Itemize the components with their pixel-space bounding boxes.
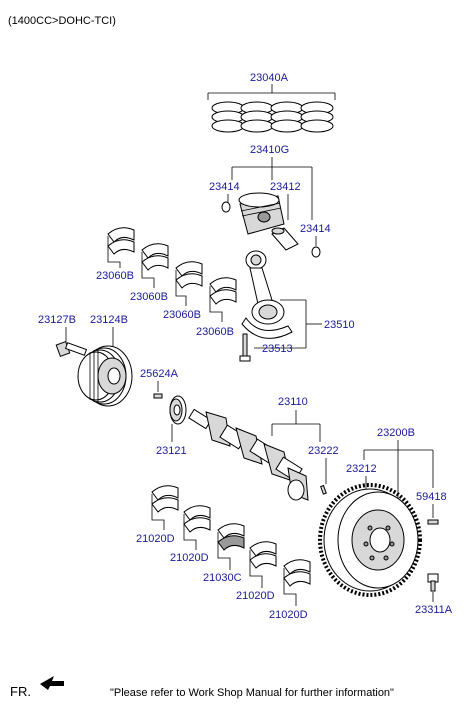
part-label-main-bearing-2: 21020D [170, 552, 209, 564]
crank-pin [320, 484, 327, 495]
pulley-bolt [55, 341, 88, 357]
main-bearing-5 [283, 559, 311, 606]
main-bearing-2 [183, 505, 211, 550]
part-label-connecting-rod: 23510 [324, 319, 355, 331]
rod-bolt [239, 333, 251, 362]
part-label-snap-ring-right: 23414 [300, 223, 331, 235]
part-label-piston-pin: 23412 [270, 181, 301, 193]
part-label-dowel-pin: 59418 [416, 491, 447, 503]
part-label-key: 25624A [140, 368, 179, 380]
rod-bearing-2 [141, 243, 169, 288]
piston-pin [271, 227, 299, 251]
part-label-snap-ring-left: 23414 [209, 181, 240, 193]
part-label-ring-set: 23040A [250, 72, 289, 84]
main-bearing-4 [249, 541, 277, 588]
crankshaft [188, 408, 309, 501]
dowel-pin [427, 519, 439, 525]
rod-bearing-4 [209, 277, 237, 322]
piston-ring-set [207, 84, 336, 133]
piston [238, 192, 285, 235]
part-label-crankshaft: 23110 [278, 396, 308, 408]
snap-ring-left [221, 201, 231, 213]
crank-sprocket [169, 395, 187, 425]
part-label-main-bearing-5: 21020D [269, 609, 308, 621]
part-label-flywheel-bolt: 23311A [415, 604, 453, 616]
part-label-sprocket: 23121 [156, 445, 187, 457]
connecting-rod [241, 250, 293, 339]
front-direction-label: FR. [10, 684, 31, 699]
snap-ring-right [311, 246, 321, 258]
rod-bearing-3 [175, 261, 203, 306]
part-label-flywheel-assy: 23200B [377, 427, 415, 439]
woodruff-key [153, 393, 163, 399]
part-label-bearing-4: 23060B [196, 326, 234, 338]
flywheel-bolt [427, 573, 439, 592]
part-label-rod-bolt: 23513 [262, 343, 293, 355]
damper-pulley [77, 345, 133, 407]
part-label-bearing-2: 23060B [130, 291, 168, 303]
front-arrow-icon [40, 676, 64, 690]
main-bearing-thrust [217, 523, 245, 570]
main-bearing-1 [151, 485, 179, 530]
flywheel [318, 483, 422, 597]
part-label-bearing-1: 23060B [96, 270, 134, 282]
rod-bearing-1 [107, 227, 135, 268]
part-label-bearing-3: 23060B [163, 309, 201, 321]
part-label-piston-assy: 23410G [250, 144, 289, 156]
footer-note: "Please refer to Work Shop Manual for fu… [110, 687, 394, 699]
part-label-main-bearing-1: 21020D [136, 533, 175, 545]
part-label-main-bearing-thrust: 21030C [203, 572, 242, 584]
engine-variant-title: (1400CC>DOHC-TCI) [8, 15, 116, 27]
part-label-damper-pulley: 23124B [90, 314, 128, 326]
part-label-crank-pin: 23222 [308, 445, 339, 457]
part-label-pulley-bolt: 23127B [38, 314, 76, 326]
part-label-ring-gear: 23212 [346, 463, 377, 475]
part-label-main-bearing-4: 21020D [236, 590, 275, 602]
